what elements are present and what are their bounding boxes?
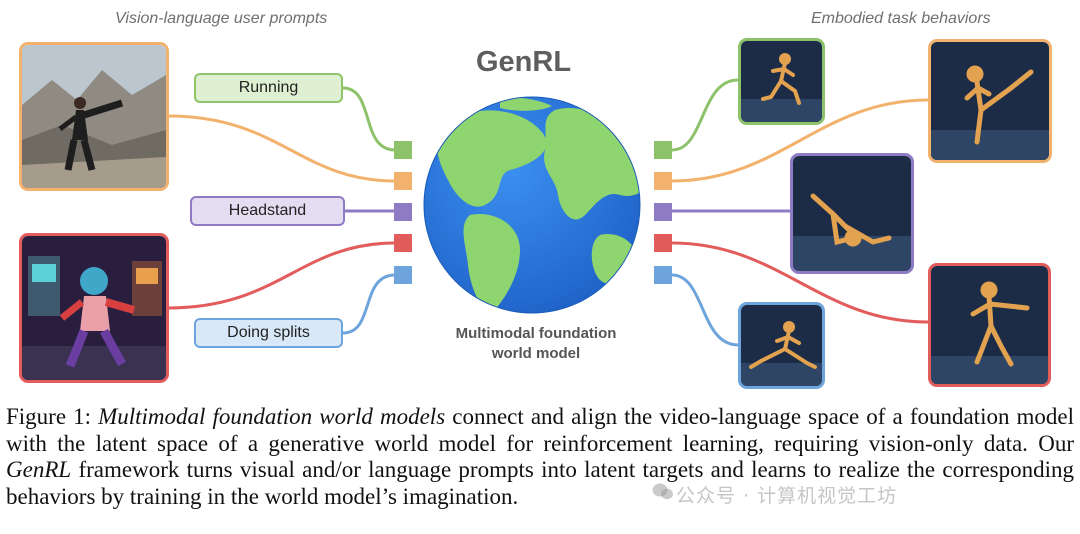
globe-caption-line1: Multimodal foundation bbox=[455, 325, 617, 342]
token-square-purple-left bbox=[394, 203, 412, 221]
figure: Vision-language user prompts Embodied ta… bbox=[19, 10, 1052, 389]
globe-caption-line2: world model bbox=[491, 345, 581, 362]
connector-line-green-left bbox=[342, 86, 396, 152]
token-square-orange-right bbox=[654, 172, 672, 190]
token-square-purple-right bbox=[654, 203, 672, 221]
connector-line-blue-left bbox=[342, 273, 396, 335]
watermark-text: 公众号 · 计算机视觉工坊 bbox=[676, 485, 898, 507]
figure-caption: Figure 1: Multimodal foundation world mo… bbox=[6, 404, 1074, 510]
connector-line-orange-right bbox=[671, 98, 929, 183]
martial-artist-image-icon bbox=[22, 45, 166, 188]
behavior-doing-splits bbox=[738, 302, 825, 389]
token-square-orange-left bbox=[394, 172, 412, 190]
behavior-running bbox=[738, 38, 825, 125]
connector-line-red-right bbox=[671, 241, 929, 324]
token-square-green-left bbox=[394, 141, 412, 159]
behavior-punch bbox=[928, 263, 1051, 387]
genrl-title: GenRL bbox=[476, 46, 572, 78]
connector-line-blue-right bbox=[671, 273, 739, 347]
caption-text-part1: connect and align the video-language spa… bbox=[6, 404, 1075, 456]
running-figure-icon bbox=[741, 41, 822, 122]
globe-icon bbox=[423, 96, 641, 314]
prompt-image-martial-artist bbox=[19, 42, 169, 191]
connector-line-orange-left bbox=[167, 114, 396, 183]
token-square-blue-left bbox=[394, 266, 412, 284]
prompt-image-game-fighter bbox=[19, 233, 169, 383]
behavior-high-kick bbox=[928, 39, 1052, 163]
prompt-doing-splits: Doing splits bbox=[194, 318, 343, 348]
right-section-label: Embodied task behaviors bbox=[811, 10, 991, 27]
token-square-blue-right bbox=[654, 266, 672, 284]
wechat-icon bbox=[652, 483, 673, 500]
game-fighter-image-icon bbox=[22, 236, 166, 380]
token-square-red-left bbox=[394, 234, 412, 252]
headstand-figure-icon bbox=[793, 156, 911, 271]
token-square-green-right bbox=[654, 141, 672, 159]
splits-figure-icon bbox=[741, 305, 822, 386]
caption-label: Figure 1: bbox=[6, 404, 92, 429]
punch-figure-icon bbox=[931, 266, 1048, 384]
globe-caption: Multimodal foundation world model bbox=[436, 324, 636, 364]
behavior-headstand bbox=[790, 153, 914, 274]
caption-emphasis-title: Multimodal foundation world models bbox=[98, 404, 446, 429]
kick-figure-icon bbox=[931, 42, 1049, 160]
connector-lines bbox=[167, 78, 929, 347]
left-section-label: Vision-language user prompts bbox=[115, 10, 328, 27]
caption-emphasis-genrl: GenRL bbox=[6, 457, 72, 482]
token-square-red-right bbox=[654, 234, 672, 252]
prompt-running: Running bbox=[194, 73, 343, 103]
connector-line-red-left bbox=[167, 241, 396, 310]
prompt-headstand: Headstand bbox=[190, 196, 345, 226]
connector-line-green-right bbox=[671, 78, 739, 152]
caption-text-part2: framework turns visual and/or language p… bbox=[6, 457, 1074, 509]
